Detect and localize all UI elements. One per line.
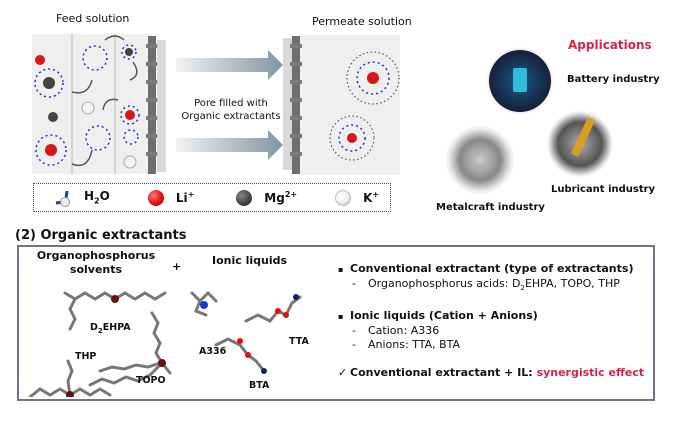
molecule-structures	[28, 290, 302, 397]
legend-item-potassium: K+	[335, 189, 380, 206]
bullet-list: ▪Conventional extractant (type of extrac…	[338, 262, 644, 380]
mg-ion-hydrated	[43, 77, 55, 89]
bullet-synergy: ✓Conventional extractant + IL: synergist…	[338, 366, 645, 380]
metal-sheet-icon	[448, 128, 512, 192]
metalcraft-industry-label: Metalcraft industry	[436, 202, 545, 213]
ionic-liquids-heading: Ionic liquids	[212, 254, 288, 267]
lithium-ion-icon	[147, 189, 164, 206]
bullet-ionic-liquids: ▪Ionic liquids (Cation + Anions)	[338, 309, 538, 323]
bullet-conventional-sub: -Organophosphorus acids: D2EHPA, TOPO, T…	[352, 277, 620, 293]
synergistic-effect-highlight: synergistic effect	[536, 366, 645, 380]
battery-industry-label: Battery industry	[567, 74, 660, 85]
legend-label-potassium: K+	[363, 190, 380, 205]
potassium-ion-icon	[335, 189, 352, 206]
membrane-left	[146, 36, 166, 174]
water-molecule-icon	[55, 190, 70, 207]
battery-icon	[489, 50, 551, 112]
tta-molecule	[244, 295, 302, 323]
tta-label: TTA	[289, 336, 309, 347]
a336-molecule	[190, 290, 218, 304]
organophosphorus-heading: Organophosphorus solvents	[36, 249, 156, 276]
legend-item-water: H2O	[52, 188, 110, 208]
topo-label: TOPO	[136, 375, 166, 386]
li-ion	[35, 55, 45, 65]
legend-label-water: H2O	[84, 189, 110, 206]
legend-item-magnesium: Mg2+	[236, 189, 298, 206]
legend-label-magnesium: Mg2+	[264, 190, 298, 205]
mg-ion	[48, 112, 58, 122]
li-ion-complexed	[367, 72, 379, 84]
permeate-solution-title: Permeate solution	[312, 15, 412, 28]
bta-molecule	[214, 337, 266, 373]
applications-title: Applications	[568, 38, 652, 52]
bta-label: BTA	[249, 380, 270, 391]
li-ion-complexed	[347, 133, 357, 143]
feed-solution-title: Feed solution	[56, 12, 130, 25]
plus-sign: +	[172, 260, 182, 273]
complex-boundary	[329, 115, 375, 161]
legend-label-lithium: Li+	[175, 190, 195, 205]
ion-legend: H2O Li+ Mg2+ K+	[33, 183, 391, 212]
membrane-right	[283, 36, 302, 174]
transport-arrow-bottom	[176, 130, 283, 160]
k-ion	[81, 101, 95, 115]
lubricant-industry-label: Lubricant industry	[551, 184, 656, 195]
thp-label: THP	[75, 351, 97, 362]
extractants-panel	[17, 245, 655, 401]
li-ion-hydrated	[45, 144, 57, 156]
gear-oil-icon	[549, 113, 611, 175]
complex-boundary	[346, 51, 400, 105]
pore-description: Pore filled with Organic extractants	[176, 97, 286, 123]
permeate-solution-area	[300, 35, 400, 175]
section-title: (2) Organic extractants	[15, 228, 187, 243]
pore-text-line1: Pore filled with	[194, 98, 268, 109]
a336-label: A336	[199, 346, 227, 357]
check-icon: ✓	[338, 366, 348, 380]
bullet-anions: -Anions: TTA, BTA	[352, 338, 461, 352]
bullet-cation: -Cation: A336	[352, 324, 440, 338]
bullet-conventional: ▪Conventional extractant (type of extrac…	[338, 262, 634, 275]
magnesium-ion-icon	[236, 189, 253, 206]
pore-text-line2: Organic extractants	[181, 111, 281, 122]
transport-arrow-top	[176, 50, 283, 80]
d2ehpa-label: D2EHPA	[90, 322, 131, 335]
legend-item-lithium: Li+	[147, 189, 195, 206]
topo-molecule	[88, 311, 164, 387]
membrane-diagram	[34, 34, 400, 174]
